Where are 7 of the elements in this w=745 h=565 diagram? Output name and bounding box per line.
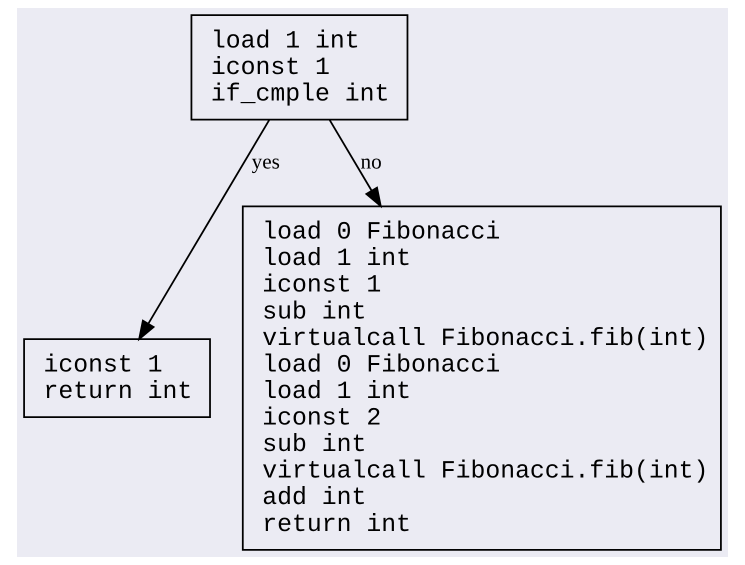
edge-label: no (360, 149, 382, 174)
arrow (328, 119, 382, 208)
edge-label: yes (252, 149, 280, 174)
node-box: load 0 Fibonacci load 1 int iconst 1 sub int virtualcall Fibonacci.fib(int) load 0 Fibonacci load 1 int iconst 2 sub int virtualcall Fibonacci.fib(int) add int return int (242, 205, 722, 551)
node-box: load 1 int iconst 1 if_cmple int (190, 14, 408, 120)
arrow (138, 119, 270, 342)
node-box: iconst 1 return int (23, 338, 211, 418)
